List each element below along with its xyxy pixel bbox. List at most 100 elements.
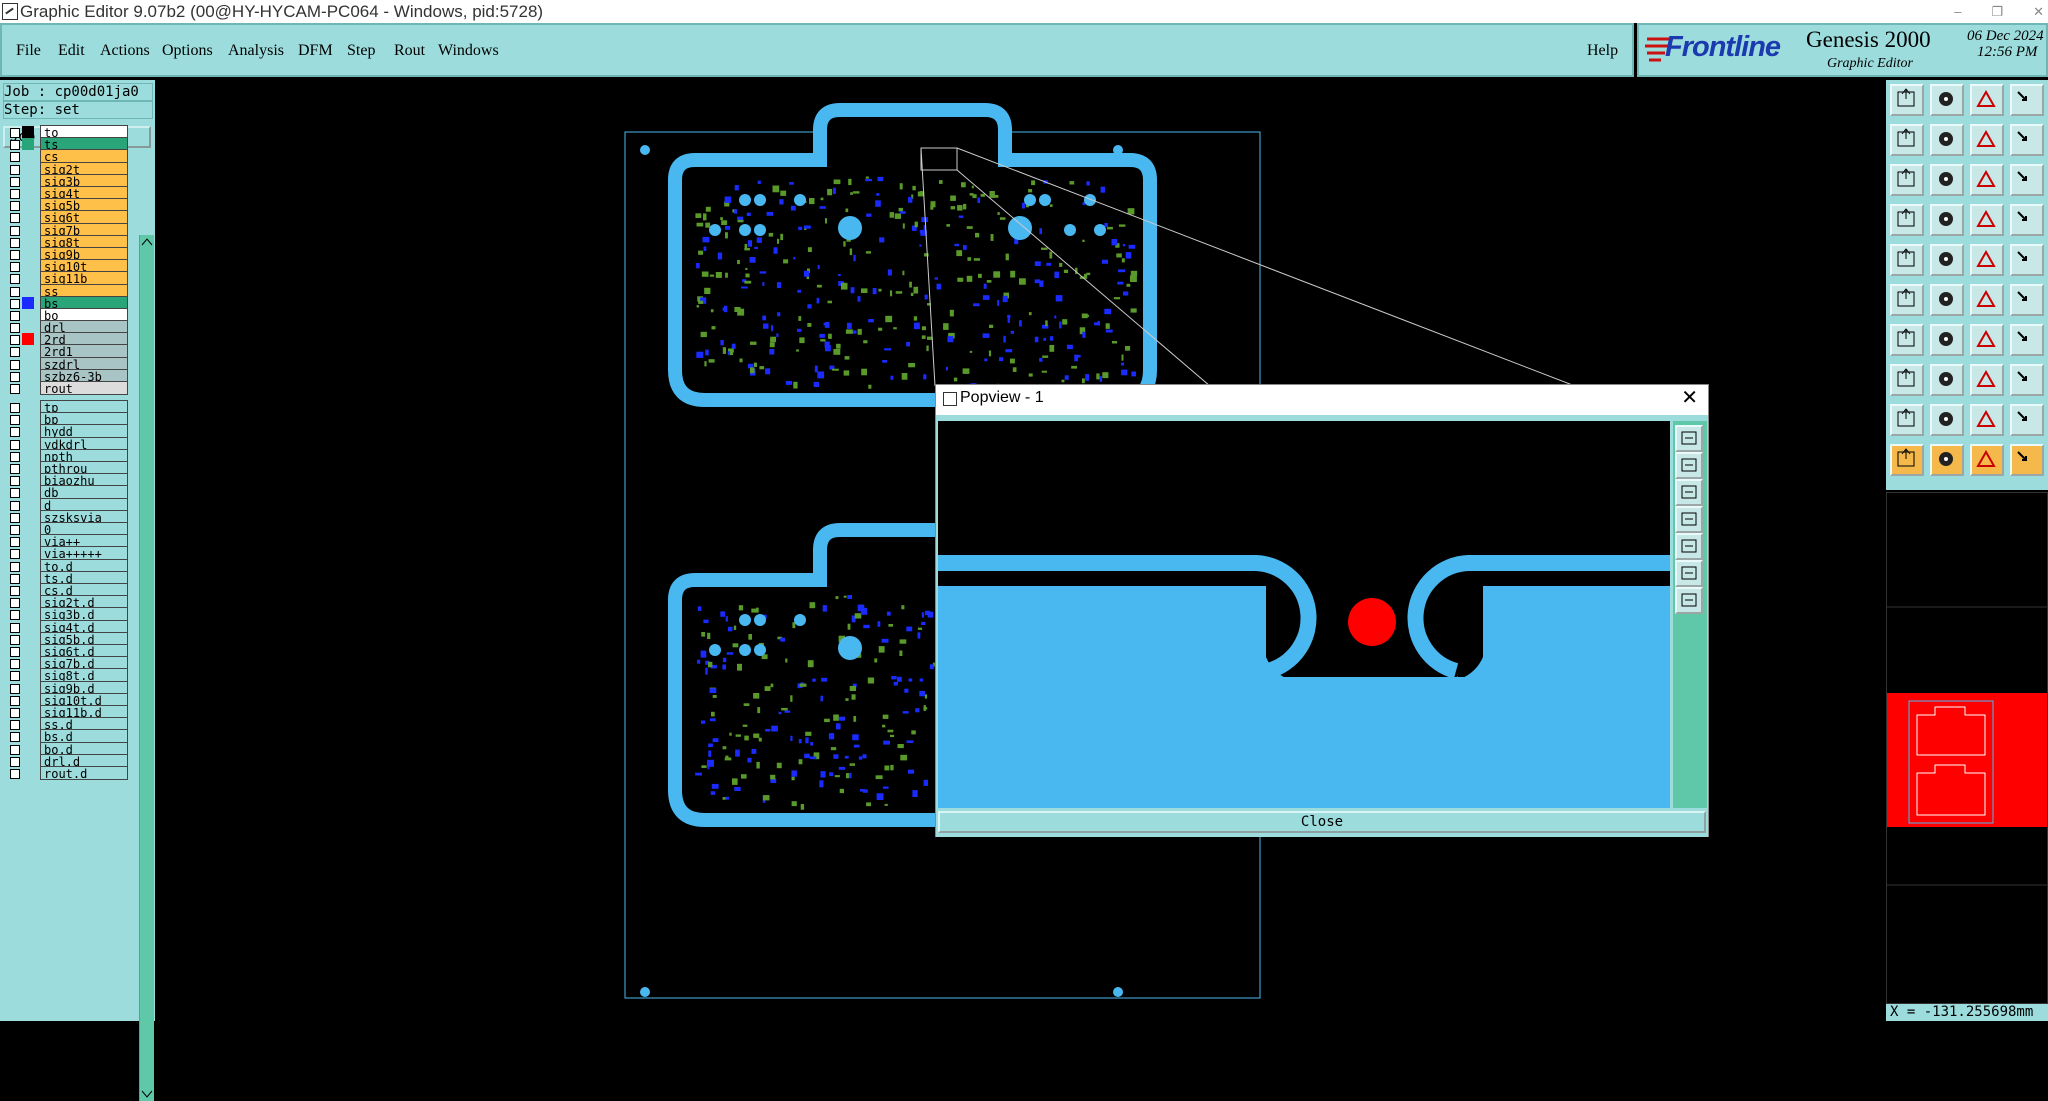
layer-name[interactable]: drl	[40, 320, 128, 335]
layer-color-swatch[interactable]	[22, 401, 34, 413]
layer-checkbox[interactable]	[10, 622, 20, 633]
layer-checkbox[interactable]	[10, 311, 20, 321]
sample-tool-button[interactable]	[2010, 324, 2044, 356]
layer-checkbox[interactable]	[10, 476, 20, 487]
layer-color-swatch[interactable]	[22, 657, 34, 670]
layer-checkbox[interactable]	[10, 708, 20, 718]
layer-checkbox[interactable]	[10, 323, 20, 333]
layer-checkbox[interactable]	[10, 549, 20, 560]
menu-edit[interactable]: Edit	[58, 42, 85, 59]
layer-name[interactable]: rout.d	[40, 766, 128, 781]
layer-row-tp[interactable]: tp	[6, 400, 128, 415]
layer-checkbox[interactable]	[10, 262, 20, 273]
layer-color-swatch[interactable]	[22, 559, 34, 572]
popview-pan-button[interactable]	[1675, 587, 1703, 614]
layer-color-swatch[interactable]	[22, 645, 34, 657]
layer-color-swatch[interactable]	[22, 425, 34, 438]
resize-tool-button[interactable]	[1930, 364, 1964, 396]
layer-name[interactable]: to.d	[40, 558, 128, 574]
edit-line-tool-button[interactable]	[1890, 324, 1924, 356]
layer-checkbox[interactable]	[10, 439, 20, 450]
layer-name[interactable]: via+++++	[40, 546, 128, 561]
layer-checkbox[interactable]	[10, 128, 20, 138]
layer-color-swatch[interactable]	[22, 571, 34, 584]
layer-color-swatch[interactable]	[22, 284, 34, 297]
layer-color-swatch[interactable]	[22, 681, 34, 694]
layer-toggle-tool-button[interactable]	[2010, 204, 2044, 236]
layer-row-szbz6-3b[interactable]: szbz6-3b	[6, 368, 128, 384]
layer-color-swatch[interactable]	[22, 523, 34, 535]
layer-checkbox[interactable]	[10, 213, 20, 224]
layer-color-swatch[interactable]	[22, 584, 34, 596]
popview-close-x[interactable]: ✕	[1681, 387, 1698, 409]
layer-color-swatch[interactable]	[22, 693, 34, 706]
layer-color-swatch[interactable]	[22, 235, 34, 248]
layer-color-swatch[interactable]	[22, 138, 34, 151]
layer-color-swatch[interactable]	[22, 248, 34, 260]
layer-row-sig3b.d[interactable]: sig3b.d	[6, 607, 128, 622]
pointer-tool-button[interactable]	[1890, 444, 1924, 476]
open-job-tool-button[interactable]	[1890, 84, 1924, 116]
layer-row-sig2t[interactable]: sig2t	[6, 161, 128, 177]
layer-checkbox[interactable]	[10, 189, 20, 199]
layer-row-sig3b[interactable]: sig3b	[6, 173, 128, 189]
layer-checkbox[interactable]	[10, 586, 20, 596]
layer-checkbox[interactable]	[10, 371, 20, 382]
layer-checkbox[interactable]	[10, 274, 20, 285]
layer-row-cs[interactable]: cs	[6, 149, 128, 164]
triangle-c-tool-button[interactable]	[1970, 404, 2004, 436]
layer-checkbox[interactable]	[10, 683, 20, 694]
layer-color-swatch[interactable]	[22, 321, 34, 333]
snap-tool-button[interactable]	[1890, 244, 1924, 276]
layer-color-swatch[interactable]	[22, 547, 34, 560]
layer-color-swatch[interactable]	[22, 369, 34, 382]
layer-row-to.d[interactable]: to.d	[6, 558, 128, 574]
layer-row-szdrl[interactable]: szdrl	[6, 356, 128, 372]
layer-row-sig6t.d[interactable]: sig6t.d	[6, 644, 128, 659]
import-tool-button[interactable]	[1890, 124, 1924, 156]
layer-row-ydkdrl[interactable]: ydkdrl	[6, 436, 128, 452]
layer-color-swatch[interactable]	[22, 730, 34, 743]
layer-row-db[interactable]: db	[6, 485, 128, 500]
layer-name[interactable]: hydd	[40, 424, 128, 439]
pointer-2-tool-button[interactable]	[1930, 444, 1964, 476]
layer-checkbox[interactable]	[10, 164, 20, 175]
layer-name[interactable]: sig3b.d	[40, 607, 128, 622]
popview-up-button[interactable]	[1675, 452, 1703, 479]
layer-checkbox[interactable]	[10, 464, 20, 474]
menu-analysis[interactable]: Analysis	[228, 42, 284, 59]
select-box-tool-button[interactable]	[1890, 364, 1924, 396]
layer-checkbox[interactable]	[10, 500, 20, 511]
layer-name[interactable]: cs	[40, 149, 128, 164]
layer-color-swatch[interactable]	[22, 413, 34, 426]
layer-checkbox[interactable]	[10, 537, 20, 548]
menu-step[interactable]: Step	[347, 42, 376, 59]
layer-color-swatch[interactable]	[22, 333, 34, 346]
layer-name[interactable]: szbz6-3b	[40, 368, 128, 384]
layer-color-swatch[interactable]	[22, 162, 34, 175]
layer-scrollbar[interactable]	[139, 235, 154, 1101]
layer-name[interactable]: cs.d	[40, 583, 128, 598]
layer-name[interactable]: sig2t	[40, 161, 128, 177]
layer-row-rout.d[interactable]: rout.d	[6, 766, 128, 781]
menu-options[interactable]: Options	[162, 42, 213, 59]
layer-name[interactable]: szsksvia	[40, 509, 128, 525]
layer-color-swatch[interactable]	[22, 718, 34, 731]
layer-color-swatch[interactable]	[22, 742, 34, 755]
help-tool-button[interactable]	[2010, 164, 2044, 196]
layer-color-swatch[interactable]	[22, 486, 34, 499]
pointer-3-tool-button[interactable]	[1970, 444, 2004, 476]
layer-color-swatch[interactable]	[22, 223, 34, 236]
layer-checkbox[interactable]	[10, 286, 20, 297]
layer-checkbox[interactable]	[10, 659, 20, 670]
undo-tool-button[interactable]	[1970, 124, 2004, 156]
layer-color-swatch[interactable]	[22, 199, 34, 212]
overview-map[interactable]	[1886, 492, 2048, 1004]
layer-color-swatch[interactable]	[22, 620, 34, 633]
layer-checkbox[interactable]	[10, 695, 20, 706]
layer-color-swatch[interactable]	[22, 474, 34, 487]
layer-name[interactable]: sig7b	[40, 222, 128, 238]
layer-checkbox[interactable]	[10, 225, 20, 236]
layer-row-bo.d[interactable]: bo.d	[6, 741, 128, 757]
menu-actions[interactable]: Actions	[100, 42, 150, 59]
